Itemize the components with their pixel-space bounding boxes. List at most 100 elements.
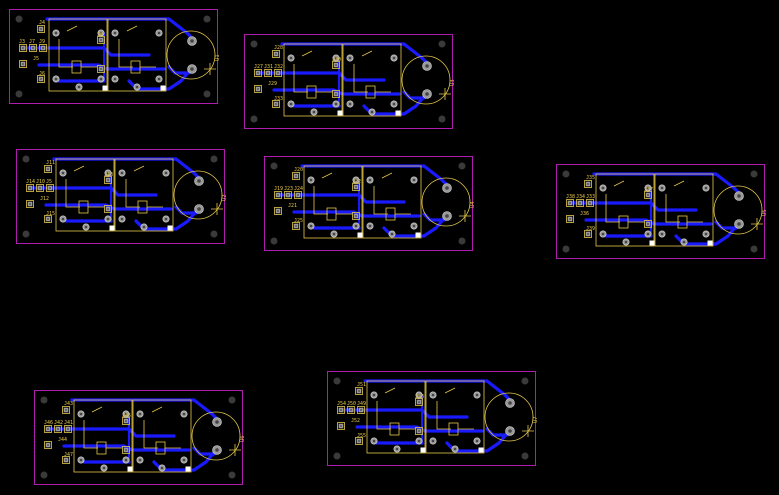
silk-lines (313, 186, 388, 215)
pad-inner-2-ring (352, 212, 360, 220)
mounting-hole (458, 237, 466, 245)
component-pad-drill (138, 458, 142, 462)
pad-inner-2-drill (418, 430, 420, 432)
mounting-hole (562, 170, 570, 178)
pad-inner-1-drill (125, 420, 127, 422)
mounting-hole (210, 230, 218, 238)
connector-label-4: J15 (46, 211, 55, 217)
mounting-hole (22, 230, 30, 238)
trace-top-rail (280, 42, 430, 66)
component-pad-drill (453, 447, 457, 451)
component-pad-drill (138, 412, 142, 416)
connector-label-1: J4 (39, 20, 45, 26)
pad-header-2-ring (264, 69, 272, 77)
regulator-pad-2-drill (197, 207, 201, 211)
component-pad-drill (289, 56, 293, 60)
via-square (109, 225, 115, 231)
pad-j-mid-ring (19, 60, 27, 68)
pad-header-1-ring (274, 191, 282, 199)
mounting-hole (438, 40, 446, 48)
pad-inner-1-drill (647, 194, 649, 196)
component-pad-drill (182, 412, 186, 416)
component-pad-drill (309, 178, 313, 182)
pad-j-top-drill (47, 168, 49, 170)
connector-label-2: J5 (33, 56, 39, 62)
pad-header-2-ring (36, 184, 44, 192)
component-pad-drill (124, 412, 128, 416)
pad-j-bottom-drill (275, 103, 277, 105)
regulator-label: U2 (222, 194, 228, 201)
component-pad-drill (99, 77, 103, 81)
relay-outline-left (48, 18, 108, 92)
mounting-hole (438, 115, 446, 123)
component-pad-drill (417, 439, 421, 443)
pad-inner-1-drill (107, 179, 109, 181)
header-label-1: J46 (44, 420, 53, 426)
pad-j-mid-ring (44, 441, 52, 449)
trace-top-rail (52, 157, 202, 181)
component-pad-drill (164, 171, 168, 175)
relay-switch-symbol (73, 165, 145, 172)
pad-inner-1-drill (100, 39, 102, 41)
component-pad-drill (84, 225, 88, 229)
component-pad-drill (332, 232, 336, 236)
polarity-plus (204, 63, 216, 75)
trace-top-rail (592, 172, 742, 196)
component-pad-drill (102, 466, 106, 470)
pad-header-3-drill (42, 47, 44, 49)
polarity-plus (211, 203, 223, 215)
via-square (395, 110, 401, 116)
silk-lines (605, 194, 680, 223)
connector-label-1: J28 (274, 45, 283, 51)
pad-j-mid-drill (29, 203, 31, 205)
pad-j-top-drill (65, 409, 67, 411)
relay-outline-left (303, 165, 363, 239)
mounting-hole (270, 237, 278, 245)
component-pad-drill (370, 110, 374, 114)
regulator-outline (191, 411, 241, 461)
via-square (102, 85, 108, 91)
component-pad-drill (704, 186, 708, 190)
component-pad-drill (120, 217, 124, 221)
pad-j-bottom-drill (295, 225, 297, 227)
coil-left (618, 215, 629, 229)
pad-j-bottom-ring (44, 215, 52, 223)
connector-label-4: J55 (357, 433, 366, 439)
header-label-2: J23 (284, 186, 293, 192)
pad-header-1-ring (337, 406, 345, 414)
relay-outline-left (283, 43, 343, 117)
regulator-pad-2-drill (190, 67, 194, 71)
pad-inner-1-drill (355, 186, 357, 188)
pad-header-3-ring (46, 184, 54, 192)
regulator-pad-1-drill (445, 186, 449, 190)
component-pad-drill (79, 458, 83, 462)
component-pad-drill (289, 102, 293, 106)
header-label-3: J24 (294, 186, 303, 192)
via-square (160, 85, 166, 91)
coil-left (78, 200, 89, 214)
header-label-2: J7 (29, 39, 35, 45)
component-pad-drill (61, 217, 65, 221)
mounting-hole (203, 15, 211, 23)
component-pad-drill (113, 77, 117, 81)
pad-inner-2-drill (125, 449, 127, 451)
pad-header-2-ring (576, 199, 584, 207)
component-pad-drill (113, 31, 117, 35)
mounting-hole (40, 471, 48, 479)
header-label-2: J31 (264, 64, 273, 70)
regulator-pad-2-drill (508, 429, 512, 433)
board-outline (264, 156, 473, 251)
component-pad-drill (312, 110, 316, 114)
pad-header-2-drill (39, 187, 41, 189)
component-pad-drill (157, 31, 161, 35)
component-pad-drill (142, 225, 146, 229)
connector-label-1: J35 (586, 175, 595, 181)
connector-label-1: J11 (46, 160, 55, 166)
pad-header-2-ring (284, 191, 292, 199)
pad-j-top-ring (584, 180, 592, 188)
component-pad-drill (135, 85, 139, 89)
header-label-2: J42 (54, 420, 63, 426)
mounting-hole (15, 90, 23, 98)
